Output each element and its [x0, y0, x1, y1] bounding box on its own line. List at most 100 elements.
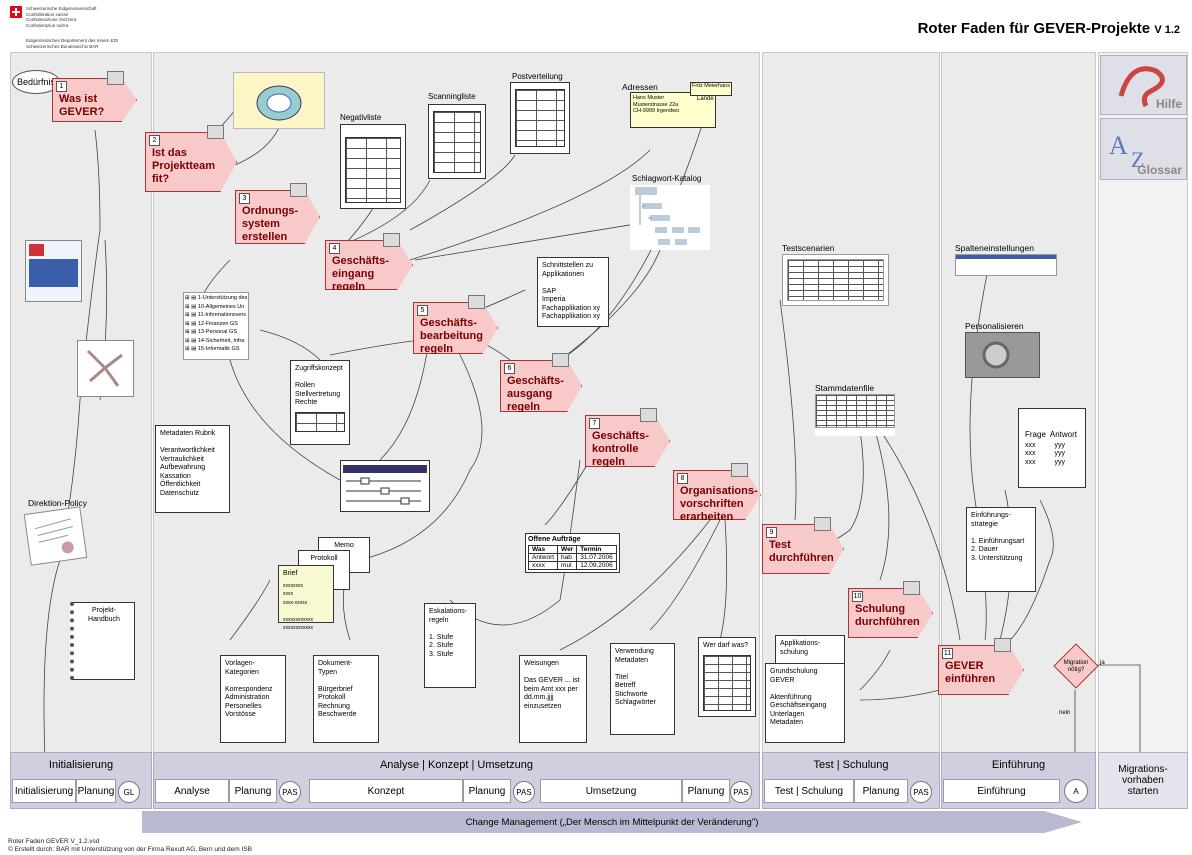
project-team-diagram — [233, 72, 325, 129]
step-label: Geschäfts- bearbeitung regeln — [420, 317, 483, 355]
negativliste-label: Negativliste — [340, 113, 382, 122]
wer-darf-was-note[interactable]: Wer darf was? — [698, 637, 756, 717]
document-link-icon[interactable] — [640, 408, 657, 422]
migration-question: Migration nötig? — [1063, 660, 1089, 673]
sub-analyse[interactable]: Analyse — [155, 779, 229, 803]
sub-umsetzung[interactable]: Umsetzung — [540, 779, 682, 803]
eskalation-note[interactable]: Eskalations- regeln 1. Stufe 2. Stufe 3.… — [424, 603, 476, 688]
metadaten-note[interactable]: Metadaten Rubrik Verantwortlichkeit Vert… — [155, 425, 230, 513]
tree-item[interactable]: ⊞ ▤ 12-Finanzen GS — [185, 320, 238, 327]
sub-einfuehrung[interactable]: Einführung — [943, 779, 1060, 803]
sub-test-planung[interactable]: Planung — [854, 779, 908, 803]
zugriff-note[interactable]: Zugriffskonzept Rollen Stellvertretung R… — [290, 360, 350, 445]
circle-pas-2[interactable]: PAS — [513, 781, 535, 803]
circle-pas-1[interactable]: PAS — [279, 781, 301, 803]
document-link-icon[interactable] — [207, 125, 224, 139]
step-number: 5 — [417, 305, 428, 316]
step-number: 11 — [942, 648, 953, 659]
svg-text:A: A — [1109, 131, 1128, 160]
sub-init-planung[interactable]: Planung — [76, 779, 116, 803]
document-link-icon[interactable] — [290, 183, 307, 197]
tree-item[interactable]: ⊞ ▤ 14-Sicherheit, Infra — [185, 337, 245, 344]
postverteilung-label: Postverteilung — [512, 72, 563, 81]
sub-konzept-planung[interactable]: Planung — [463, 779, 511, 803]
step-number: 1 — [56, 81, 67, 92]
tree-item[interactable]: ⊞ ▤ 13-Personal GS — [185, 329, 237, 335]
step-label: Schulung durchführen — [855, 603, 920, 628]
help-button[interactable]: Hilfe — [1100, 55, 1187, 115]
footer-note: Roter Faden GEVER V_1.2.vsd © Erstellt d… — [8, 838, 252, 853]
step-number: 2 — [149, 135, 160, 146]
schlagwort-tree[interactable] — [630, 185, 710, 250]
circle-gl[interactable]: GL — [118, 781, 140, 803]
circle-pas-3[interactable]: PAS — [730, 781, 752, 803]
stammdaten-label: Stammdatenfile — [815, 383, 875, 393]
sub-test-schulung[interactable]: Test | Schulung — [764, 779, 854, 803]
sub-initialisierung[interactable]: Initialisierung — [12, 779, 76, 803]
migration-start-box[interactable]: Migrations- vorhaben starten — [1098, 752, 1188, 809]
address-card[interactable]: Hans Muster Musterstrasse 22a CH-9999 Ir… — [630, 92, 716, 128]
weisungen-note[interactable]: Weisungen Das GEVER ... ist beim Amt xxx… — [519, 655, 587, 743]
circle-pas-4[interactable]: PAS — [910, 781, 932, 803]
document-link-icon[interactable] — [731, 463, 748, 477]
stammdaten-table[interactable] — [815, 394, 895, 436]
negativliste-doc[interactable] — [340, 124, 406, 209]
document-link-icon[interactable] — [383, 233, 400, 247]
projekthandbuch-note[interactable]: Projekt- Handbuch — [70, 602, 135, 680]
no-label: nein — [1059, 710, 1071, 716]
document-link-icon[interactable] — [552, 353, 569, 367]
tree-item[interactable]: ⊞ ▤ 11-Informationsvers — [185, 312, 247, 318]
policy-certificate-icon — [23, 506, 88, 566]
step-number: 9 — [766, 527, 777, 538]
document-link-icon[interactable] — [468, 295, 485, 309]
ordnungssystem-tree[interactable]: ⊞ ▤ 1-Unterstützung des ⊞ ▤ 10-Allgemeine… — [183, 292, 249, 360]
step-number: 4 — [329, 243, 340, 254]
circle-a[interactable]: A — [1064, 779, 1088, 803]
document-link-icon[interactable] — [903, 581, 920, 595]
sub-konzept[interactable]: Konzept — [309, 779, 463, 803]
sub-analyse-planung[interactable]: Planung — [229, 779, 277, 803]
beduerfnis-cloud: Bedürfnis — [12, 70, 60, 94]
grundschulung-note[interactable]: Grundschulung GEVER Aktenführung Geschäf… — [765, 663, 845, 743]
document-link-icon[interactable] — [994, 638, 1011, 652]
svg-text:Z: Z — [1131, 147, 1144, 172]
tree-item[interactable]: ⊞ ▤ 15-Informatik GS — [185, 346, 240, 352]
testscenarien-table[interactable] — [782, 254, 889, 306]
postverteilung-doc[interactable] — [510, 82, 570, 154]
tree-item[interactable]: ⊞ ▤ 1-Unterstützung des — [185, 295, 247, 301]
step-label: Geschäfts- kontrolle regeln — [592, 430, 649, 468]
spalten-table[interactable] — [955, 254, 1057, 276]
verwendung-note[interactable]: Verwendung Metadaten Titel Betreff Stich… — [610, 643, 675, 735]
sub-umsetzung-planung[interactable]: Planung — [682, 779, 730, 803]
yes-label: ja — [1100, 660, 1105, 666]
document-link-icon[interactable] — [107, 71, 124, 85]
vorlagen-note[interactable]: Vorlagen- Kategorien Korrespondenz Admin… — [220, 655, 286, 743]
scanningliste-doc[interactable] — [428, 104, 486, 179]
phase-init-area — [10, 52, 152, 809]
schnittstellen-note[interactable]: Schnittstellen zu Applikationen SAP Impe… — [537, 257, 609, 327]
dokument-note[interactable]: Dokument- Typen Bürgerbrief Protokoll Re… — [313, 655, 379, 743]
step-number: 10 — [852, 591, 863, 602]
document-link-icon[interactable] — [814, 517, 831, 531]
strategie-note[interactable]: Einführungs- strategie 1. Einführungsart… — [966, 507, 1036, 592]
tree-item[interactable]: ⊞ ▤ 10-Allgemeines Un — [185, 303, 245, 310]
